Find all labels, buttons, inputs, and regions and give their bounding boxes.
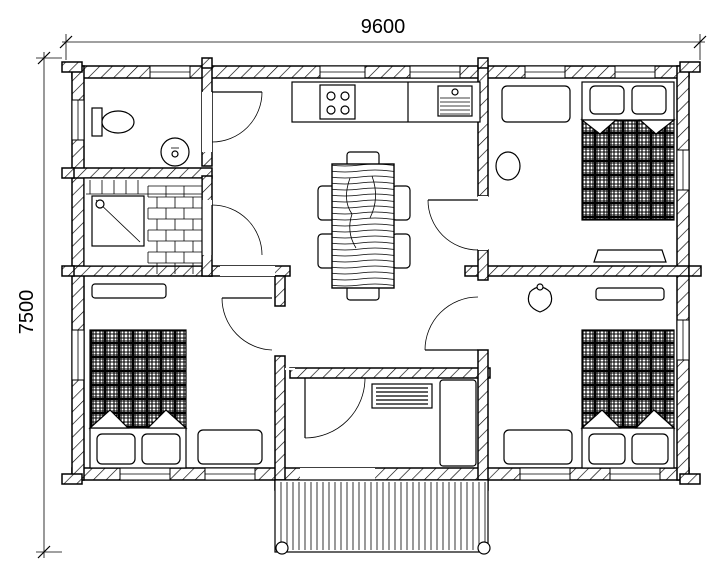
dimension-top: 9600 xyxy=(59,16,707,60)
sauna xyxy=(83,177,203,274)
windows xyxy=(71,65,690,481)
hall-furniture xyxy=(371,379,477,467)
toilet xyxy=(91,107,135,137)
doors xyxy=(202,91,488,536)
bedroom-top-right xyxy=(495,81,676,263)
dining-table xyxy=(317,151,411,301)
kitchen-counter xyxy=(291,81,481,123)
height-dimension-label: 7500 xyxy=(16,290,38,335)
bedroom-bottom-left xyxy=(88,283,263,469)
dimension-left: 7500 xyxy=(16,51,62,559)
washbasin xyxy=(160,137,190,167)
porch-deck xyxy=(274,479,491,555)
width-dimension-label: 9600 xyxy=(361,16,406,38)
bedroom-bottom-right xyxy=(503,283,676,469)
